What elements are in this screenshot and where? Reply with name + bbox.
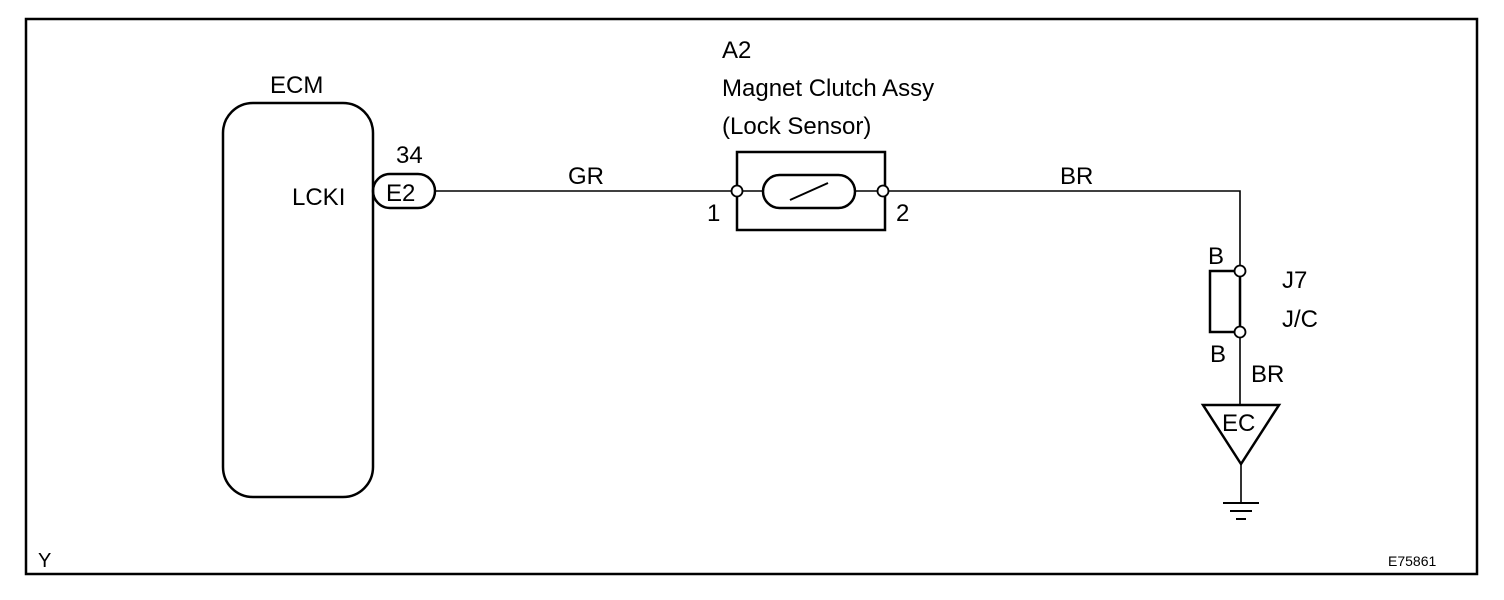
junction-connector-box xyxy=(1208,269,1242,334)
component-pin-2-label: 2 xyxy=(896,200,909,227)
diagram-frame xyxy=(24,17,1479,576)
ecm-connector-label: E2 xyxy=(386,180,415,207)
ecm-terminal-name: LCKI xyxy=(292,184,345,211)
figure-id: E75861 xyxy=(1388,553,1436,569)
junction-type: J/C xyxy=(1282,306,1318,333)
wire-br-upper xyxy=(889,190,1241,265)
ground-icon xyxy=(1223,502,1259,520)
junction-pin-top-label: B xyxy=(1208,243,1224,270)
junction-connector-code: J7 xyxy=(1282,267,1307,294)
wire-br-upper-label: BR xyxy=(1060,163,1093,190)
component-subname: (Lock Sensor) xyxy=(722,113,871,140)
component-code: A2 xyxy=(722,37,751,64)
junction-pin-bottom-label: B xyxy=(1210,341,1226,368)
wire-gr-label: GR xyxy=(568,163,604,190)
component-pin-1-terminal xyxy=(730,184,744,198)
ecm-box xyxy=(221,101,375,499)
footer-left-mark: Y xyxy=(38,550,51,572)
component-pin-1-label: 1 xyxy=(707,200,720,227)
junction-pin-bottom-terminal xyxy=(1233,325,1247,339)
wire-br-lower-label: BR xyxy=(1251,361,1284,388)
ecm-title: ECM xyxy=(270,72,323,99)
junction-pin-top-terminal xyxy=(1233,264,1247,278)
ground-point-code: EC xyxy=(1222,410,1255,437)
component-name: Magnet Clutch Assy xyxy=(722,75,934,102)
lock-sensor-switch xyxy=(789,182,829,201)
ecm-pin-number: 34 xyxy=(396,142,423,169)
component-pin-2-terminal xyxy=(876,184,890,198)
ground-point-triangle xyxy=(1200,403,1282,467)
